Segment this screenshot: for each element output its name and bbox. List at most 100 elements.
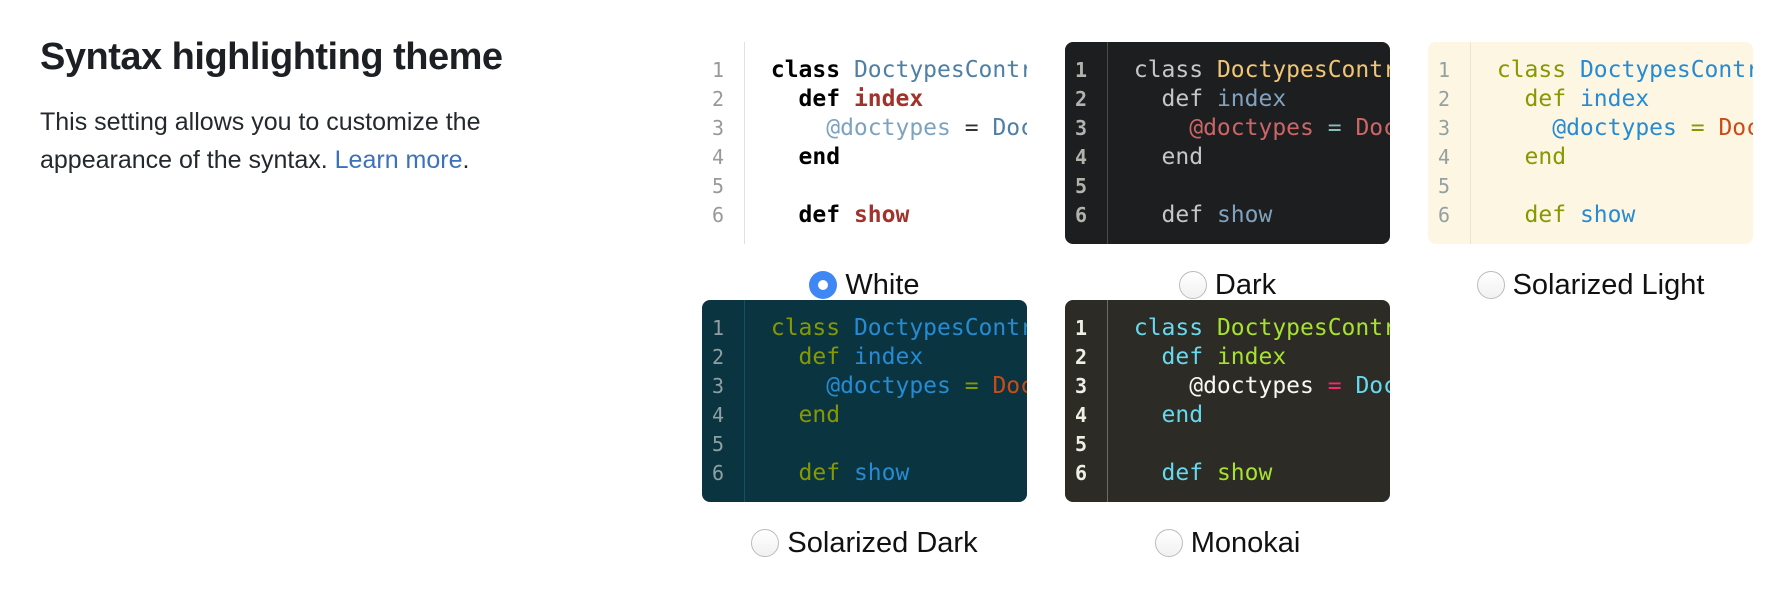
theme-choice-solarized-light: Solarized Light [1428,268,1753,301]
line-number: 2 [1438,87,1451,111]
theme-choice-dark: Dark [1065,268,1390,301]
line-number: 3 [1438,116,1451,140]
code-line: class DoctypesController < ApplicationCo… [757,56,1027,85]
code-line: @doctypes = Doctype.all [1483,114,1753,143]
code-token-kw: def [1120,460,1217,486]
code-token-fn: show [1579,202,1636,228]
code-line [1483,172,1753,201]
code-line: class DoctypesController < ApplicationCo… [1120,314,1390,343]
code-token-kw: def [1120,202,1217,228]
theme-radio-label-solarized-light[interactable]: Solarized Light [1512,268,1705,301]
line-number: 6 [712,203,725,227]
line-number: 4 [1438,145,1451,169]
theme-radio-label-dark[interactable]: Dark [1214,268,1277,301]
code-line: @doctypes = Doctype.all [757,114,1027,143]
theme-radio-solarized-dark[interactable] [751,529,780,557]
code-token-kw: class [757,57,854,83]
code-token-kw: def [757,202,854,228]
code-line: def show [1120,459,1390,488]
code-token-pln [1314,115,1328,141]
line-number: 5 [712,174,725,198]
line-number: 5 [712,432,725,456]
code-token-kw: def [757,86,854,112]
theme-radio-label-solarized-dark[interactable]: Solarized Dark [787,526,978,559]
code-token-kw: def [1483,202,1580,228]
code-token-fn: index [1216,86,1287,112]
code-sample: class DoctypesController < ApplicationCo… [745,300,1027,502]
code-token-kw: def [1483,86,1580,112]
code-token-pln [951,373,965,399]
code-token-fn: show [853,202,910,228]
line-number: 1 [712,316,725,340]
line-number: 5 [1075,432,1088,456]
code-line: def show [757,201,1027,230]
code-token-cls: DoctypesController < ApplicationControll… [1579,57,1753,83]
code-sample: class DoctypesController < ApplicationCo… [1108,300,1390,502]
code-token-kw: end [757,402,841,428]
code-token-fn: index [1579,86,1650,112]
code-token-kw: class [1120,315,1217,341]
page-title: Syntax highlighting theme [40,36,503,78]
code-token-kw: def [757,344,854,370]
learn-more-link[interactable]: Learn more [334,146,463,174]
code-token-kw: class [1120,57,1217,83]
line-number: 3 [1075,116,1088,140]
code-token-pln [1342,115,1356,141]
theme-choice-solarized-dark: Solarized Dark [702,526,1027,559]
code-token-cns: Doctype.all [1355,373,1390,399]
code-token-fn: index [853,344,924,370]
line-number: 5 [1075,174,1088,198]
section-header: Syntax highlighting theme This setting a… [40,36,520,179]
theme-radio-label-monokai[interactable]: Monokai [1190,526,1301,559]
line-number: 1 [1438,58,1451,82]
code-token-kw: def [1120,86,1217,112]
code-line: end [757,143,1027,172]
code-token-kw: end [757,144,841,170]
code-line: class DoctypesController < ApplicationCo… [757,314,1027,343]
theme-radio-monokai[interactable] [1154,529,1183,557]
code-token-pln [951,115,965,141]
line-number: 6 [712,461,725,485]
line-number: 1 [712,58,725,82]
code-line: def index [757,343,1027,372]
code-token-cns: Doctype.all [992,373,1027,399]
code-token-cls: DoctypesController < ApplicationControll… [1216,57,1390,83]
code-line [1120,430,1390,459]
code-line: end [1120,143,1390,172]
code-token-op: = [1327,373,1342,399]
line-number: 1 [1075,58,1088,82]
theme-choice-monokai: Monokai [1065,526,1390,559]
section-description-text: This setting allows you to customize the… [40,108,481,174]
line-number: 1 [1075,316,1088,340]
code-token-kw: class [1483,57,1580,83]
line-number: 2 [712,87,725,111]
code-line: @doctypes = Doctype.all [1120,372,1390,401]
code-line: class DoctypesController < ApplicationCo… [1483,56,1753,85]
code-token-cns: Doctype.all [992,115,1027,141]
theme-radio-white[interactable] [809,271,838,299]
theme-radio-label-white[interactable]: White [845,268,920,301]
code-token-cls: DoctypesController < ApplicationControll… [1216,315,1390,341]
code-token-fn: index [1216,344,1287,370]
code-token-pln [979,373,993,399]
code-line: end [1483,143,1753,172]
code-line: end [757,401,1027,430]
code-token-pln [1342,373,1356,399]
code-token-cls: DoctypesController < ApplicationControll… [853,57,1027,83]
code-token-op: = [964,115,979,141]
theme-radio-solarized-light[interactable] [1476,271,1505,299]
code-line: def index [1483,85,1753,114]
code-token-op: = [1327,115,1342,141]
code-line: def index [757,85,1027,114]
theme-radio-dark[interactable] [1178,271,1207,299]
